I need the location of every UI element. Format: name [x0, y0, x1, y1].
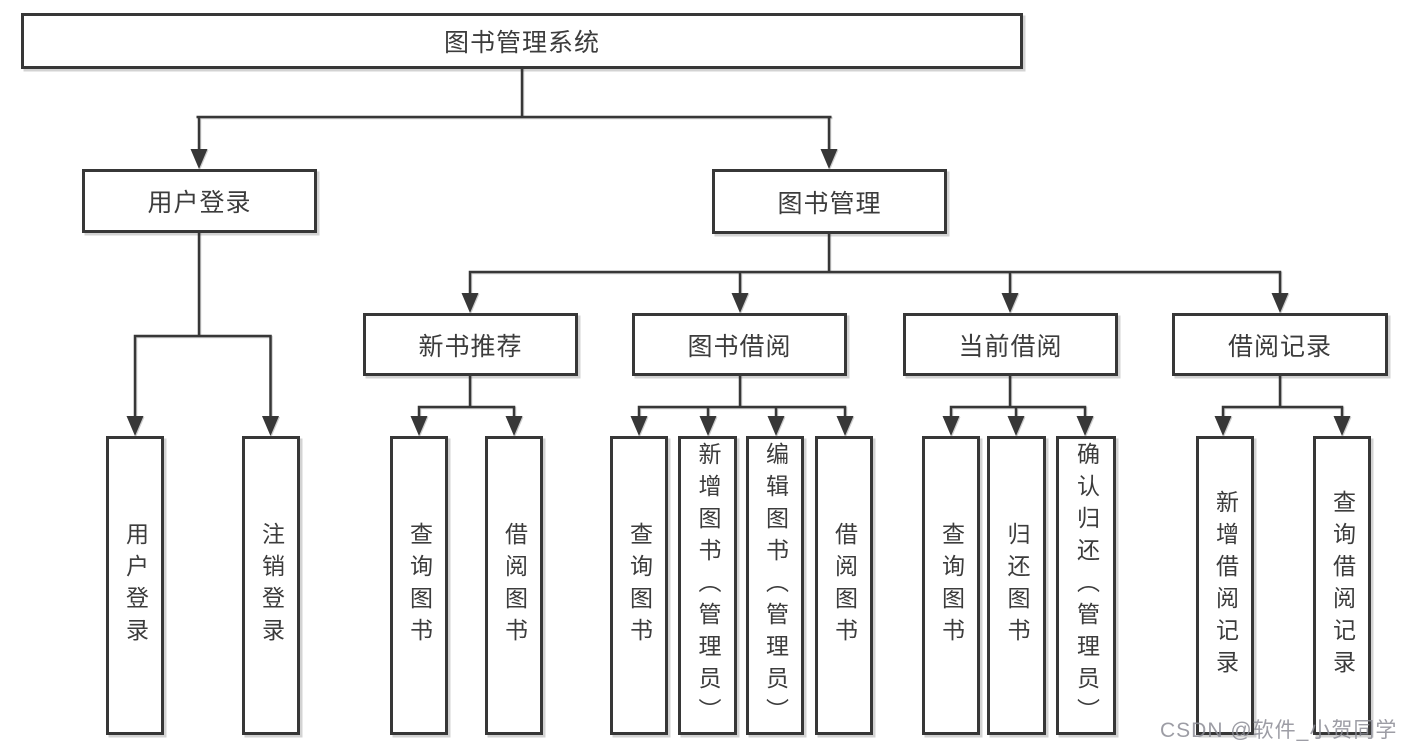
- arrow-down-icon: [767, 416, 785, 436]
- arrow-down-icon: [190, 149, 208, 169]
- arrow-down-icon: [1333, 416, 1351, 436]
- leaf-borrowing-query-books: 查询图书: [610, 436, 668, 735]
- leaf-newbooks-query-books: 查询图书: [390, 436, 448, 735]
- arrow-down-icon: [126, 416, 144, 436]
- arrow-down-icon: [836, 416, 854, 436]
- arrow-down-icon: [410, 416, 428, 436]
- leaf-records-add-record: 新增借阅记录: [1196, 436, 1254, 735]
- node-current-borrowing: 当前借阅: [903, 313, 1118, 376]
- arrowheads: [126, 149, 1351, 436]
- arrow-down-icon: [699, 416, 717, 436]
- connector-lines: [133, 67, 1344, 422]
- arrow-down-icon: [1214, 416, 1232, 436]
- arrow-down-icon: [505, 416, 523, 436]
- leaf-logout: 注销登录: [242, 436, 300, 735]
- arrow-down-icon: [731, 293, 749, 313]
- node-user-login: 用户登录: [82, 169, 317, 233]
- leaf-current-return-books: 归还图书: [987, 436, 1046, 735]
- arrow-down-icon: [1001, 293, 1019, 313]
- leaf-current-confirm-return-admin: 确认归还（管理员）: [1056, 436, 1116, 735]
- leaf-user-login: 用户登录: [106, 436, 164, 735]
- arrow-down-icon: [1076, 416, 1094, 436]
- node-new-book-recommend: 新书推荐: [363, 313, 578, 376]
- leaf-borrowing-borrow-books: 借阅图书: [815, 436, 873, 735]
- leaf-borrowing-add-books-admin: 新增图书（管理员）: [678, 436, 737, 735]
- arrow-down-icon: [1007, 416, 1025, 436]
- node-borrow-records: 借阅记录: [1172, 313, 1388, 376]
- arrow-down-icon: [461, 293, 479, 313]
- watermark: CSDN @软件_小贺同学: [1160, 719, 1398, 742]
- arrow-down-icon: [942, 416, 960, 436]
- leaf-borrowing-edit-books-admin: 编辑图书（管理员）: [746, 436, 804, 735]
- leaf-newbooks-borrow-books: 借阅图书: [485, 436, 543, 735]
- node-root-system: 图书管理系统: [21, 13, 1023, 69]
- node-book-management: 图书管理: [712, 169, 947, 234]
- node-book-borrowing: 图书借阅: [632, 313, 847, 376]
- leaf-records-query-record: 查询借阅记录: [1313, 436, 1371, 735]
- arrow-down-icon: [820, 149, 838, 169]
- arrow-down-icon: [262, 416, 279, 436]
- arrow-down-icon: [630, 416, 648, 436]
- leaf-current-query-books: 查询图书: [922, 436, 980, 735]
- arrow-down-icon: [1271, 293, 1289, 313]
